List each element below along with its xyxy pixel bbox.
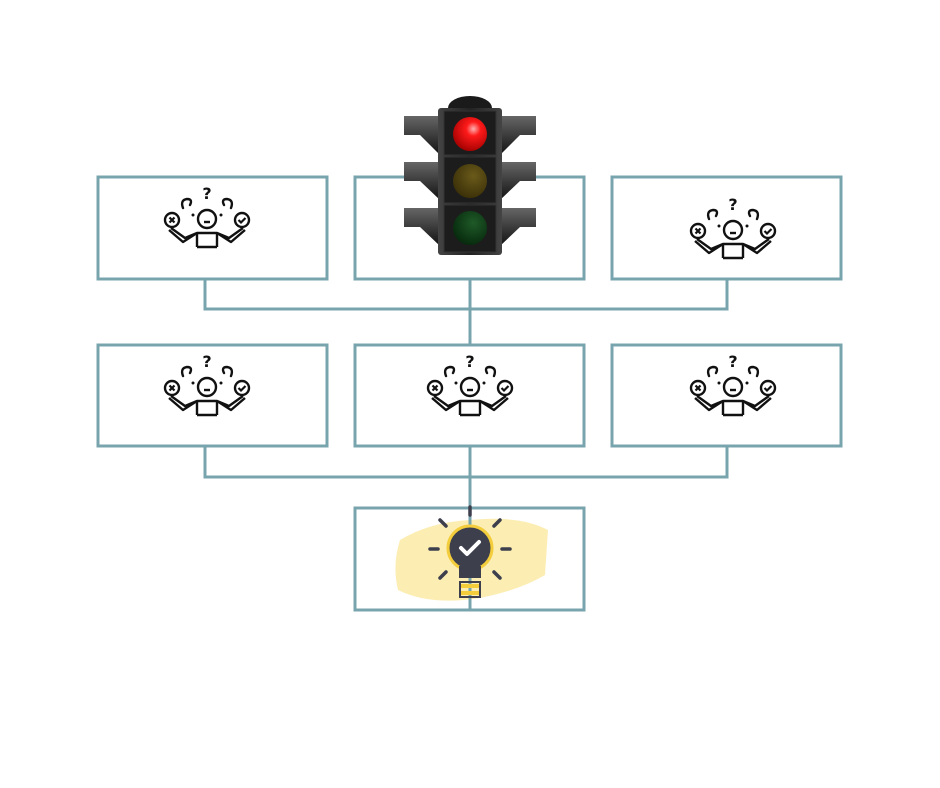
traffic-light-icon (404, 96, 536, 255)
connector-middle (203, 446, 729, 508)
box-top-right (610, 175, 843, 281)
lightbulb-check-icon (395, 505, 548, 610)
red-light (453, 117, 487, 151)
amber-light (453, 164, 487, 198)
box-top-left (96, 175, 329, 281)
green-light (453, 211, 487, 245)
connector-top (203, 279, 729, 345)
box-middle-right (610, 343, 843, 448)
